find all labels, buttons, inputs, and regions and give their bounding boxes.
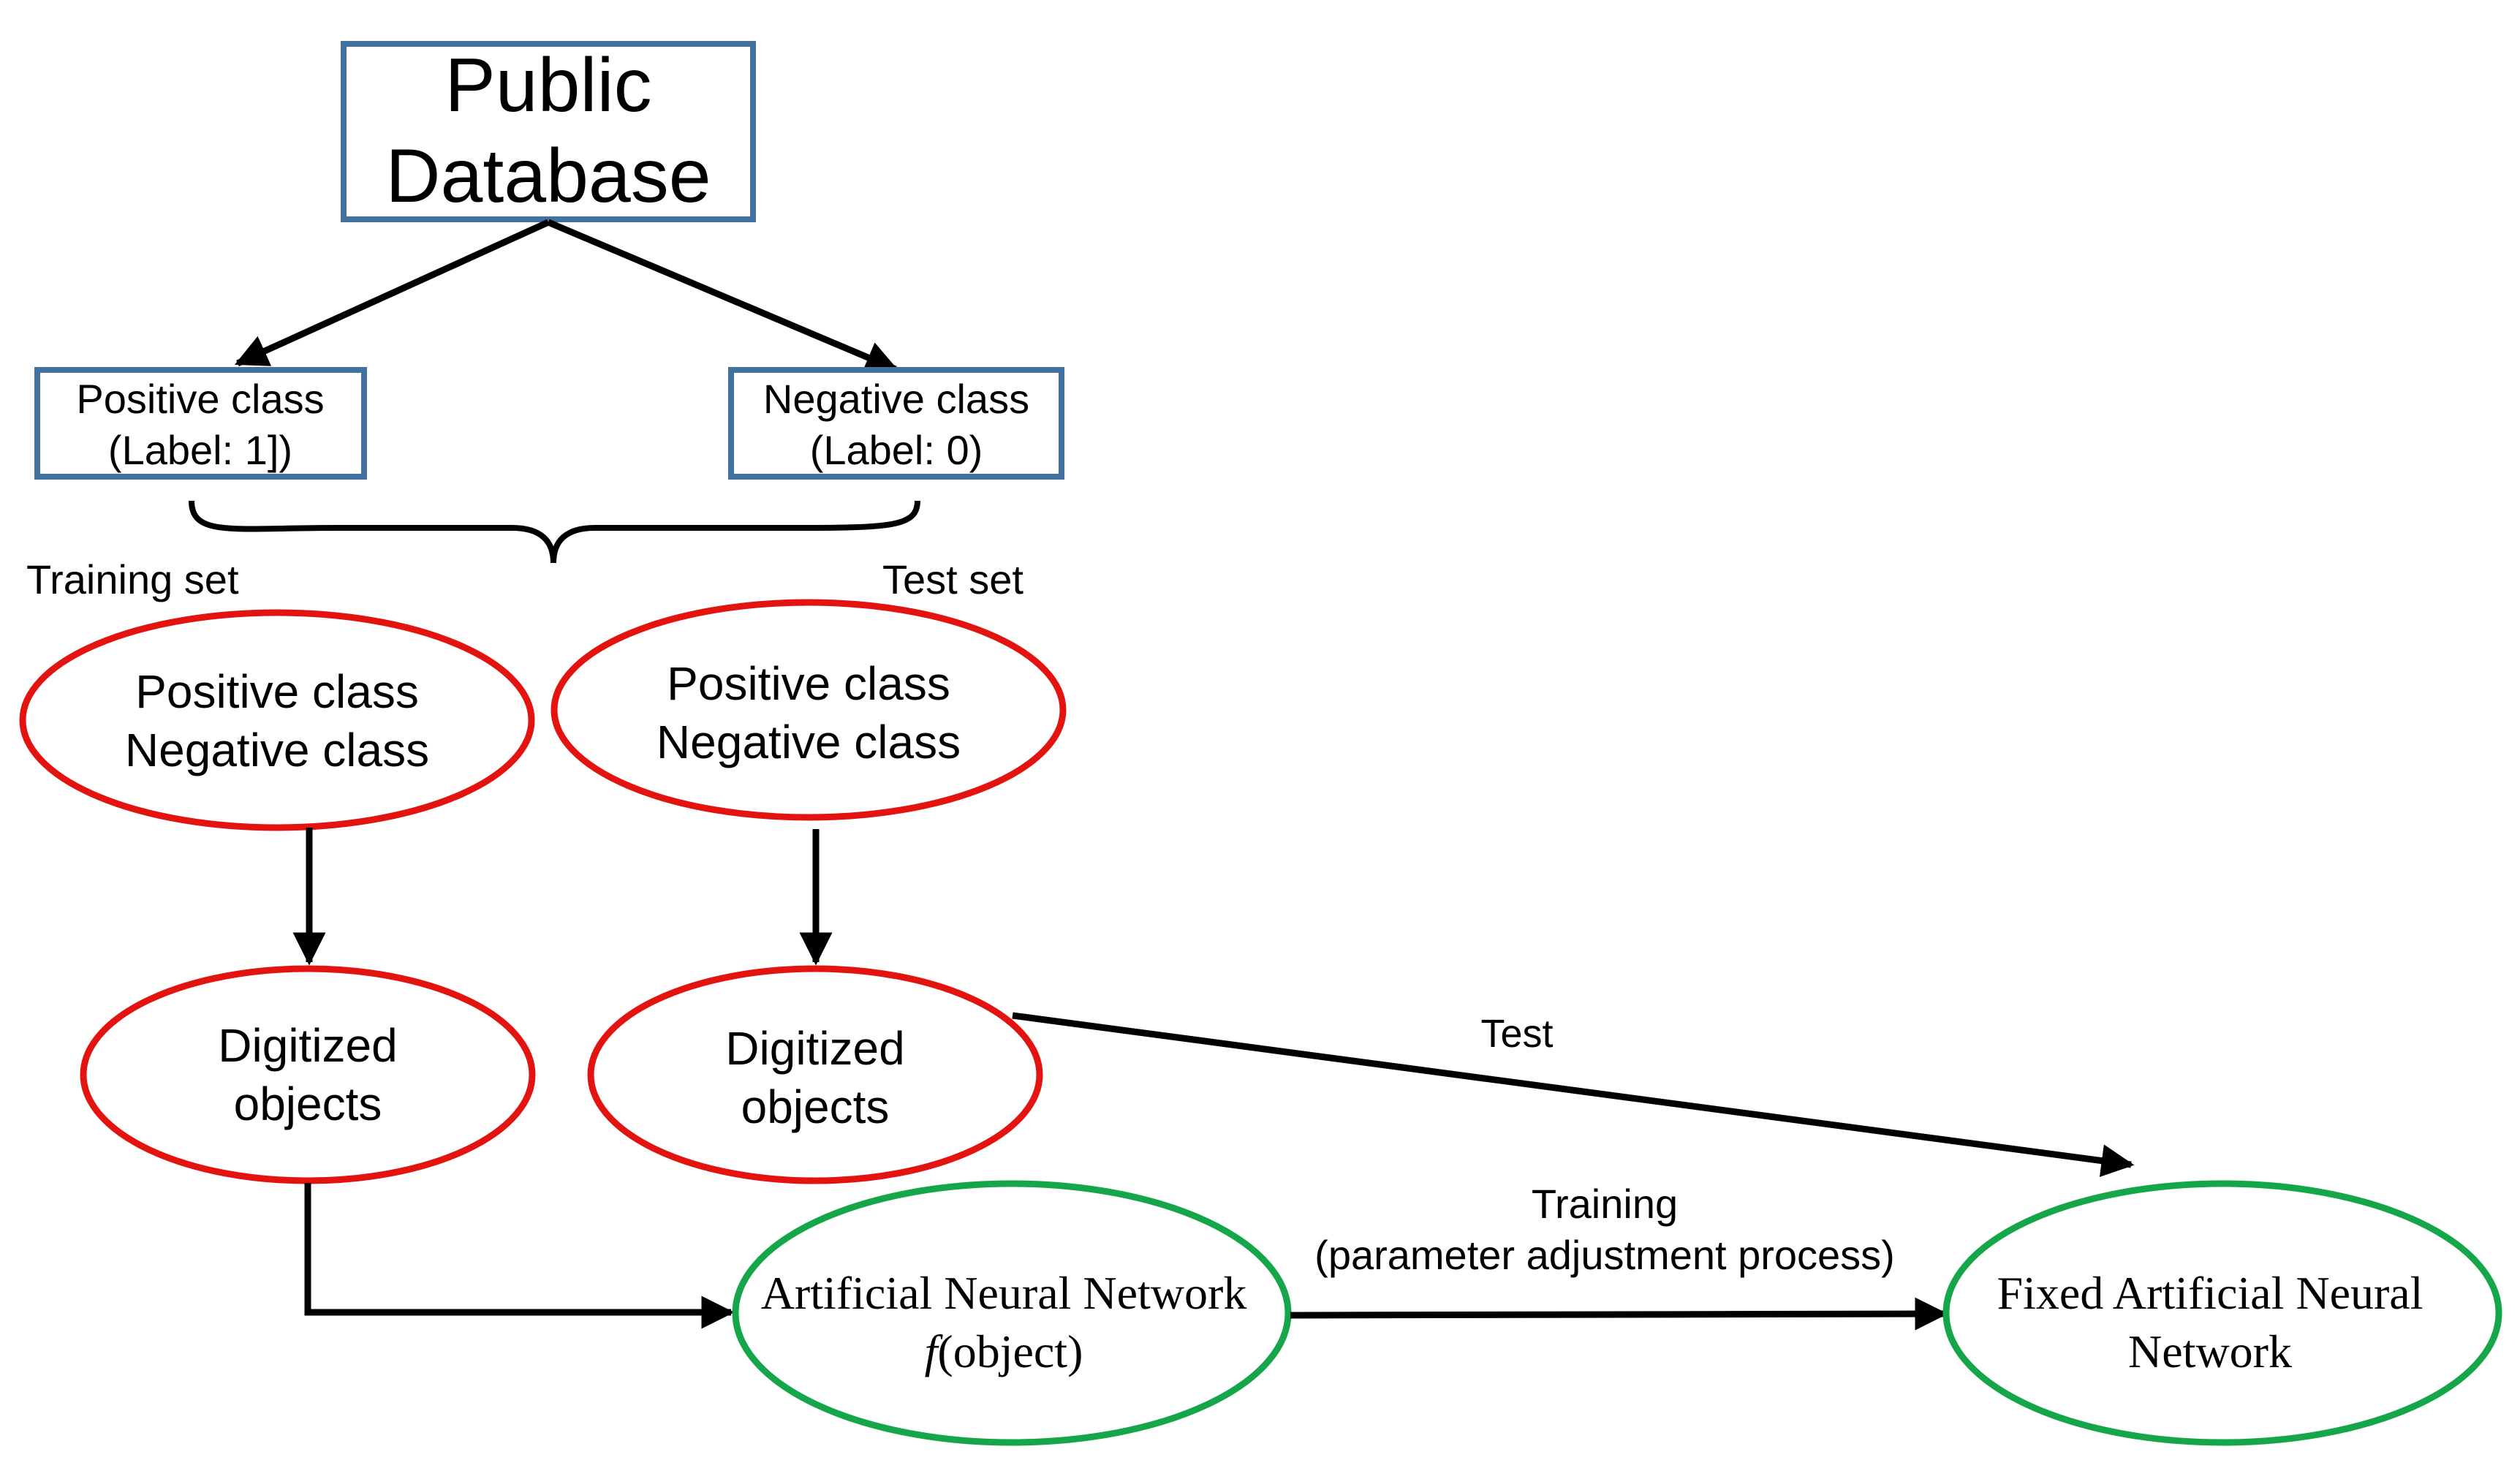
training-edge-label-line2: (parameter adjustment process)	[1314, 1232, 1895, 1278]
digitized-test-label-line1: Digitized	[725, 1022, 904, 1075]
ann-ellipse	[732, 1180, 1292, 1446]
digitized-train-label-line1: Digitized	[218, 1019, 397, 1072]
test-set-label: Test set	[882, 556, 1023, 602]
public-database-node: Public Database	[341, 41, 756, 222]
test-edge-label: Test	[1480, 1012, 1553, 1056]
positive-class-label-value: (Label: 1])	[108, 427, 292, 473]
training-set-ellipse	[19, 609, 535, 831]
digitized-test-ellipse	[587, 965, 1043, 1184]
arrow-database-to-negative	[547, 219, 899, 373]
negative-class-node: Negative class (Label: 0)	[728, 367, 1064, 480]
digitized-train-label-line2: objects	[234, 1078, 382, 1130]
negative-class-label: Negative class	[763, 376, 1029, 422]
digitized-train-node: Digitized objects	[80, 965, 536, 1184]
test-set-negative-label: Negative class	[657, 716, 961, 768]
public-database-label-line2: Database	[385, 134, 711, 219]
digitized-train-ellipse	[80, 965, 536, 1184]
arrow-database-to-positive	[234, 219, 550, 367]
positive-class-node: Positive class (Label: 1])	[34, 367, 367, 480]
digitized-test-label-line2: objects	[741, 1081, 890, 1133]
fixed-ann-label-line2: Network	[2128, 1325, 2292, 1377]
test-set-positive-label: Positive class	[667, 657, 950, 710]
public-database-label-line1: Public	[444, 43, 651, 128]
fixed-ann-node: Fixed Artificial Neural Network	[1942, 1180, 2502, 1446]
test-set-ellipse	[550, 599, 1067, 821]
split-brace	[189, 500, 920, 564]
arrow-test-to-fixed-ann	[1012, 1012, 2135, 1177]
training-set-label: Training set	[26, 556, 239, 602]
positive-class-box	[34, 367, 367, 480]
ann-node: Artificial Neural Network f(object)	[732, 1180, 1292, 1446]
digitized-test-node: Digitized objects	[587, 965, 1043, 1184]
training-set-negative-label: Negative class	[125, 724, 429, 776]
fixed-ann-label-line1: Fixed Artificial Neural	[1997, 1267, 2423, 1319]
negative-class-box	[728, 367, 1064, 480]
fixed-ann-ellipse	[1942, 1180, 2502, 1446]
positive-class-label: Positive class	[76, 376, 324, 422]
negative-class-label-value: (Label: 0)	[810, 427, 983, 473]
ann-label-line1: Artificial Neural Network	[761, 1267, 1247, 1319]
arrow-digitized-to-ann	[304, 1183, 735, 1329]
ann-label-line2: f(object)	[925, 1325, 1083, 1377]
training-set-positive-label: Positive class	[135, 665, 419, 718]
arrow-ann-to-fixed-ann	[1290, 1297, 1948, 1331]
training-edge-label-line1: Training	[1532, 1181, 1678, 1227]
ann-function-argument: (object)	[937, 1325, 1083, 1377]
training-set-node: Positive class Negative class	[19, 609, 535, 831]
test-set-node: Positive class Negative class	[550, 599, 1067, 821]
public-database-box	[341, 41, 756, 222]
